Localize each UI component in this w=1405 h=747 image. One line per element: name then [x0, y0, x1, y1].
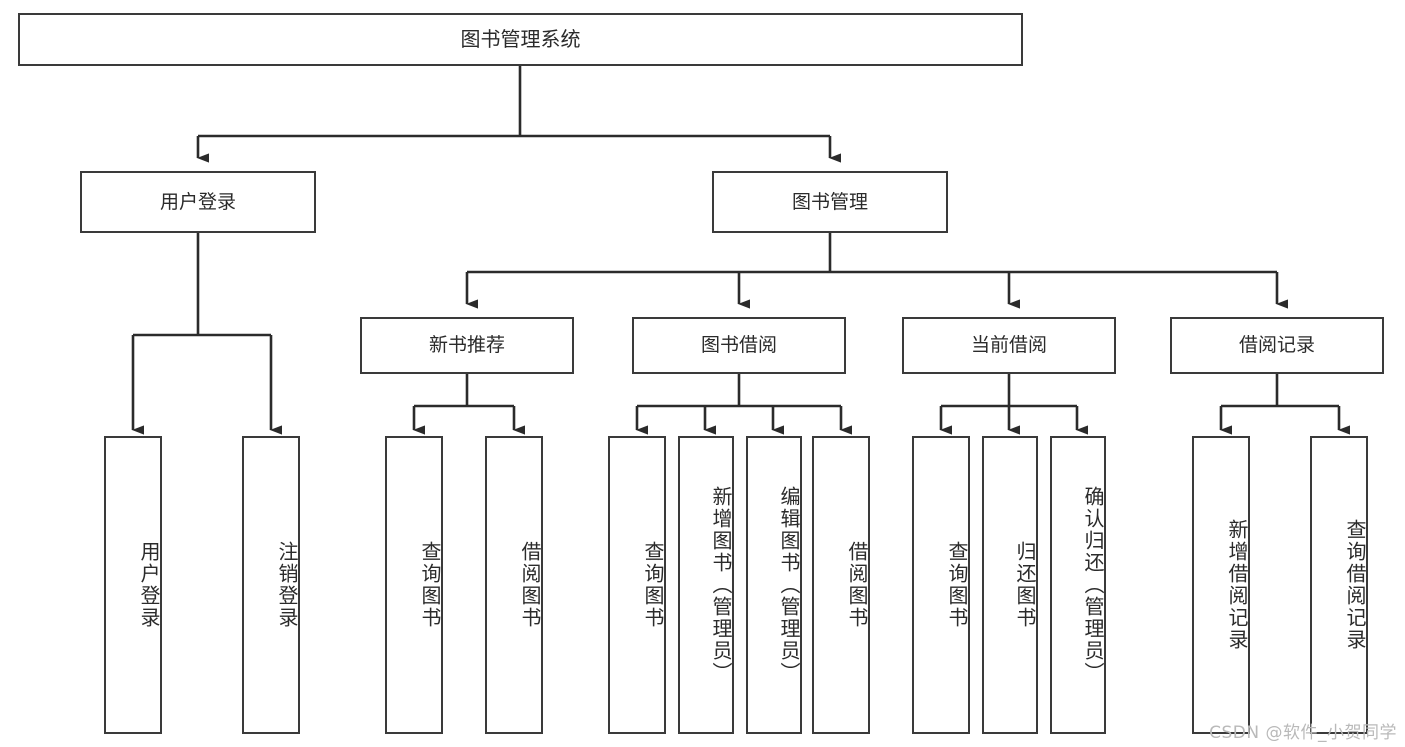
node-label: 新书推荐	[428, 334, 505, 357]
leaf-return-book[interactable]: 归还图书	[982, 436, 1038, 734]
node-label: 图书管理	[791, 190, 868, 213]
node-root-book-management-system[interactable]: 图书管理系统	[18, 13, 1023, 66]
leaf-borrow-book-recommend[interactable]: 借阅图书	[485, 436, 543, 734]
node-label: 查询图书	[418, 541, 442, 629]
node-label: 编辑图书（管理员）	[777, 486, 801, 684]
leaf-query-book-current[interactable]: 查询图书	[912, 436, 970, 734]
node-label: 借阅图书	[518, 541, 542, 629]
node-label: 查询借阅记录	[1343, 519, 1367, 651]
node-label: 用户登录	[137, 541, 161, 629]
leaf-add-borrow-record[interactable]: 新增借阅记录	[1192, 436, 1250, 734]
node-label: 查询图书	[945, 541, 969, 629]
node-current-borrow[interactable]: 当前借阅	[902, 317, 1116, 374]
leaf-query-borrow-record[interactable]: 查询借阅记录	[1310, 436, 1368, 734]
node-label: 用户登录	[159, 190, 236, 213]
node-label: 图书管理系统	[460, 26, 581, 51]
leaf-edit-book-admin[interactable]: 编辑图书（管理员）	[746, 436, 802, 734]
leaf-query-book-recommend[interactable]: 查询图书	[385, 436, 443, 734]
node-book-management[interactable]: 图书管理	[712, 171, 948, 233]
node-label: 新增借阅记录	[1225, 519, 1249, 651]
leaf-user-login[interactable]: 用户登录	[104, 436, 162, 734]
leaf-logout-login[interactable]: 注销登录	[242, 436, 300, 734]
node-user-login[interactable]: 用户登录	[80, 171, 316, 233]
node-label: 注销登录	[275, 541, 299, 629]
node-label: 借阅记录	[1238, 334, 1315, 357]
node-label: 确认归还（管理员）	[1081, 486, 1105, 684]
node-book-borrow[interactable]: 图书借阅	[632, 317, 846, 374]
node-label: 归还图书	[1013, 541, 1037, 629]
node-borrow-records[interactable]: 借阅记录	[1170, 317, 1384, 374]
leaf-add-book-admin[interactable]: 新增图书（管理员）	[678, 436, 734, 734]
node-label: 借阅图书	[845, 541, 869, 629]
node-label: 查询图书	[641, 541, 665, 629]
node-label: 当前借阅	[970, 334, 1047, 357]
leaf-query-book-borrow[interactable]: 查询图书	[608, 436, 666, 734]
node-new-book-recommend[interactable]: 新书推荐	[360, 317, 574, 374]
leaf-borrow-book[interactable]: 借阅图书	[812, 436, 870, 734]
node-label: 图书借阅	[700, 334, 777, 357]
node-label: 新增图书（管理员）	[709, 486, 733, 684]
leaf-confirm-return-admin[interactable]: 确认归还（管理员）	[1050, 436, 1106, 734]
